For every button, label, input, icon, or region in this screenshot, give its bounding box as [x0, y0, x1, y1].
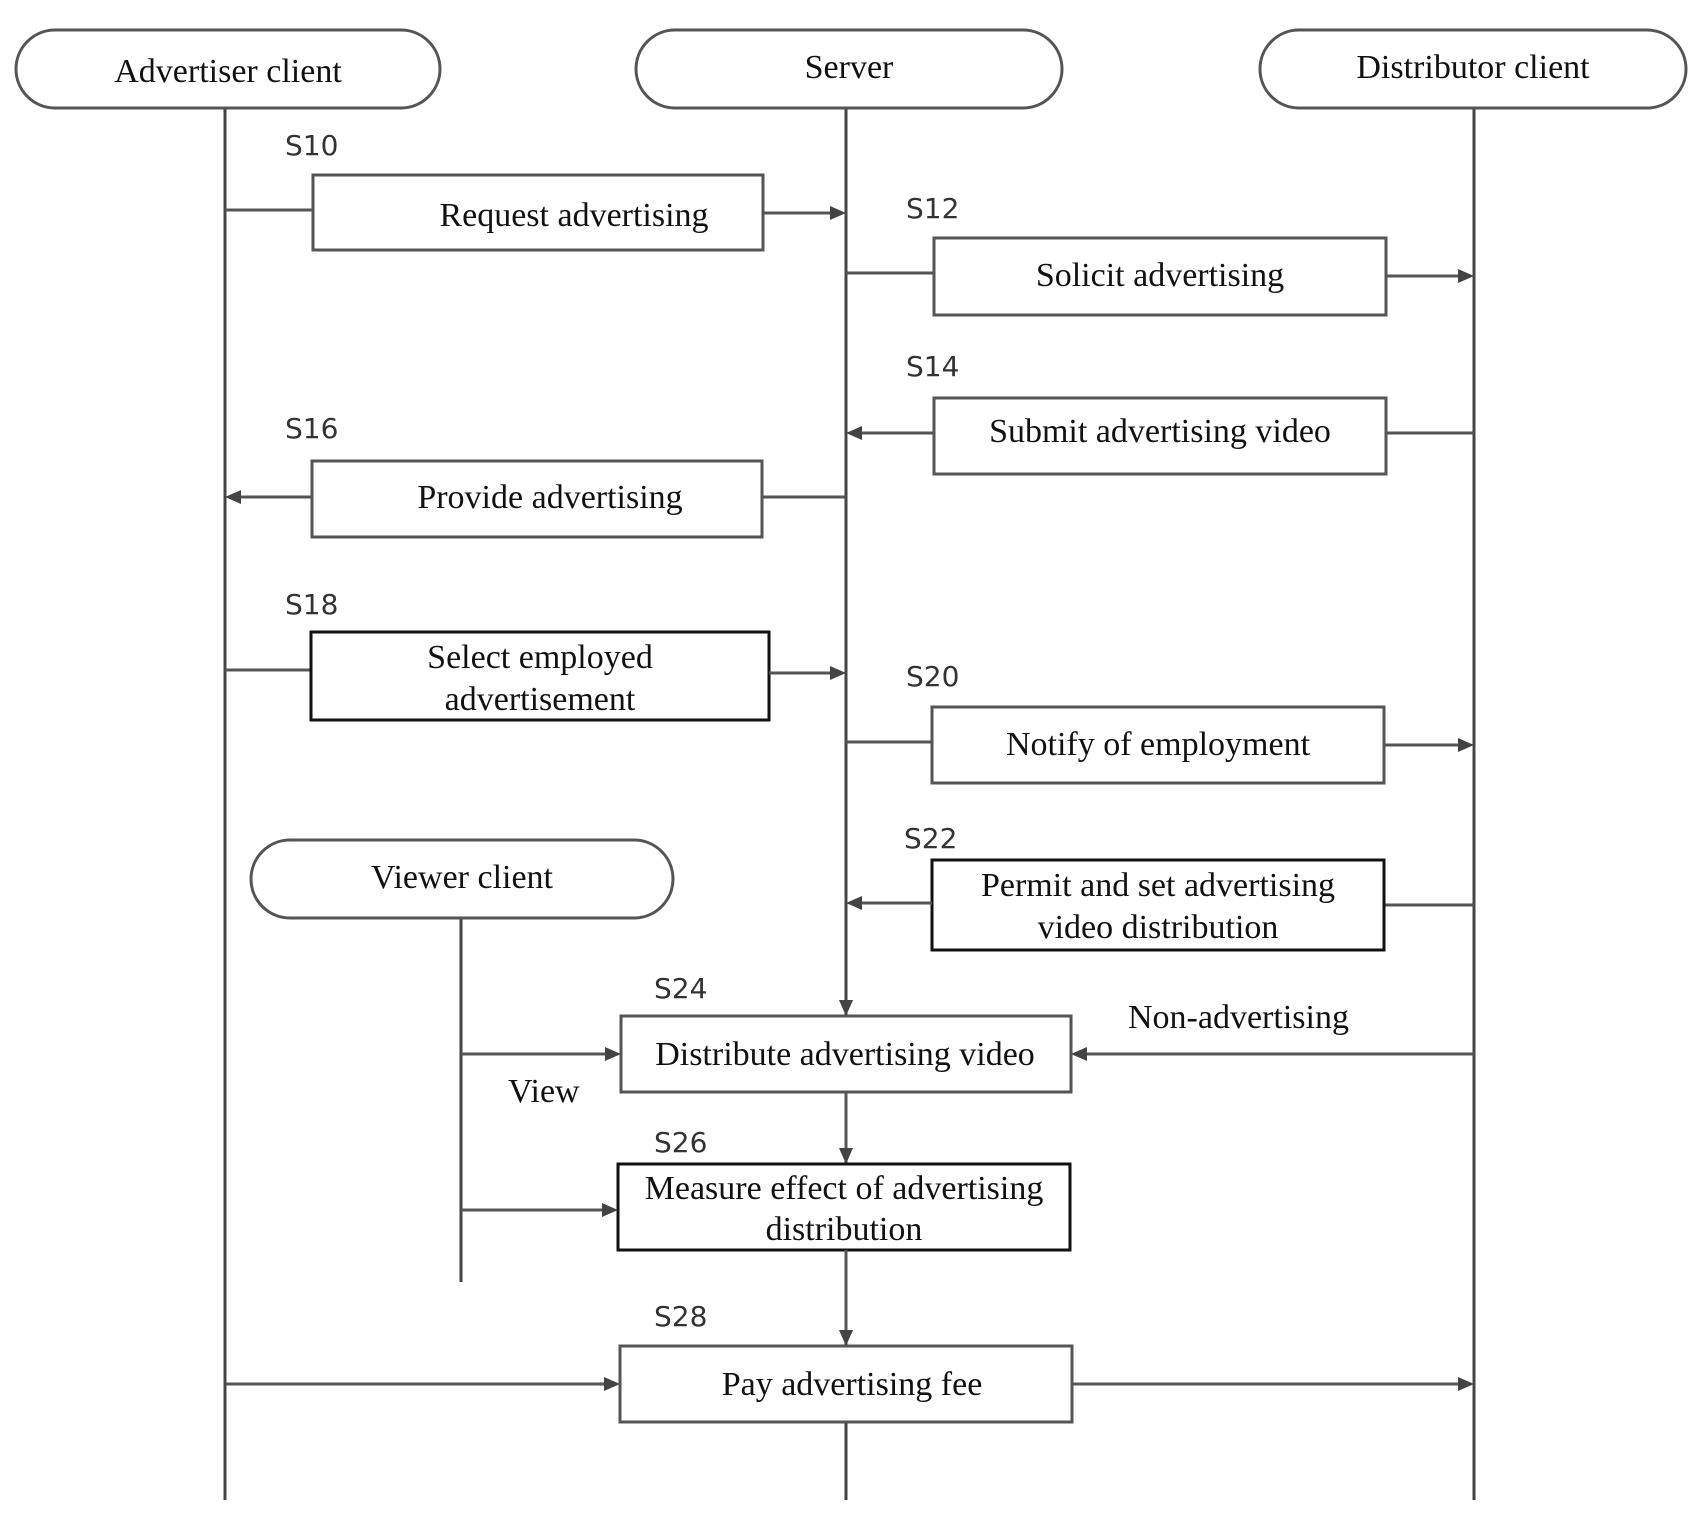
arrowhead [605, 1047, 621, 1061]
step-s20: S20 Notify of employment [846, 660, 1474, 783]
advertiser-client-label: Advertiser client [114, 53, 342, 90]
provide-advertising-label: Provide advertising [417, 479, 682, 516]
step-s22-id: S22 [904, 822, 957, 855]
step-s28: S28 Pay advertising fee [225, 1300, 1474, 1422]
non-advertising-annotation: Non-advertising [1128, 999, 1349, 1036]
step-s18: S18 Select employed advertisement [225, 588, 846, 720]
solicit-advertising-label: Solicit advertising [1036, 257, 1284, 294]
step-s24-id: S24 [654, 972, 707, 1005]
viewer-client-label: Viewer client [371, 859, 554, 896]
step-s28-id: S28 [654, 1300, 707, 1333]
step-s18-id: S18 [285, 588, 338, 621]
arrowhead [839, 1000, 853, 1016]
select-employed-advertisement-line1: Select employed [427, 639, 653, 676]
measure-effect-line2: distribution [766, 1211, 923, 1248]
arrowhead [1458, 1377, 1474, 1391]
arrowhead [1071, 1047, 1087, 1061]
step-s10: S10 Request advertising [225, 129, 846, 250]
step-s14-id: S14 [906, 350, 959, 383]
step-s12-id: S12 [906, 192, 959, 225]
arrowhead [839, 1330, 853, 1346]
arrowhead [602, 1203, 618, 1217]
server-actor: Server [636, 30, 1062, 108]
step-s26: S26 Measure effect of advertising distri… [461, 1126, 1070, 1250]
step-s14: S14 Submit advertising video [846, 350, 1474, 474]
pay-advertising-fee-label: Pay advertising fee [722, 1366, 983, 1403]
submit-advertising-video-label: Submit advertising video [989, 413, 1331, 450]
distributor-client-label: Distributor client [1356, 49, 1590, 86]
step-s24: S24 Distribute advertising video View No… [461, 972, 1474, 1110]
server-label: Server [805, 49, 894, 86]
arrowhead [846, 896, 862, 910]
request-advertising-label: Request advertising [439, 197, 708, 234]
view-annotation: View [508, 1073, 580, 1110]
step-s20-id: S20 [906, 660, 959, 693]
arrowhead [1458, 738, 1474, 752]
arrowhead [225, 490, 241, 504]
step-s26-id: S26 [654, 1126, 707, 1159]
arrowhead [830, 666, 846, 680]
distributor-client-actor: Distributor client [1260, 30, 1686, 108]
notify-of-employment-label: Notify of employment [1006, 726, 1311, 763]
permit-and-set-distribution-line1: Permit and set advertising [981, 867, 1335, 904]
arrowhead [604, 1377, 620, 1391]
arrowhead [839, 1148, 853, 1164]
step-s16-id: S16 [285, 412, 338, 445]
step-s12: S12 Solicit advertising [846, 192, 1474, 315]
select-employed-advertisement-line2: advertisement [445, 681, 636, 718]
permit-and-set-distribution-line2: video distribution [1038, 909, 1279, 946]
arrowhead [846, 426, 862, 440]
arrowhead [830, 206, 846, 220]
advertiser-client-actor: Advertiser client [16, 30, 440, 108]
step-s22: S22 Permit and set advertising video dis… [846, 822, 1474, 950]
measure-effect-line1: Measure effect of advertising [645, 1170, 1044, 1207]
distribute-advertising-video-label: Distribute advertising video [655, 1036, 1035, 1073]
step-s10-id: S10 [285, 129, 338, 162]
step-s16: S16 Provide advertising [225, 412, 846, 537]
arrowhead [1458, 269, 1474, 283]
viewer-client-actor: Viewer client [251, 840, 673, 918]
